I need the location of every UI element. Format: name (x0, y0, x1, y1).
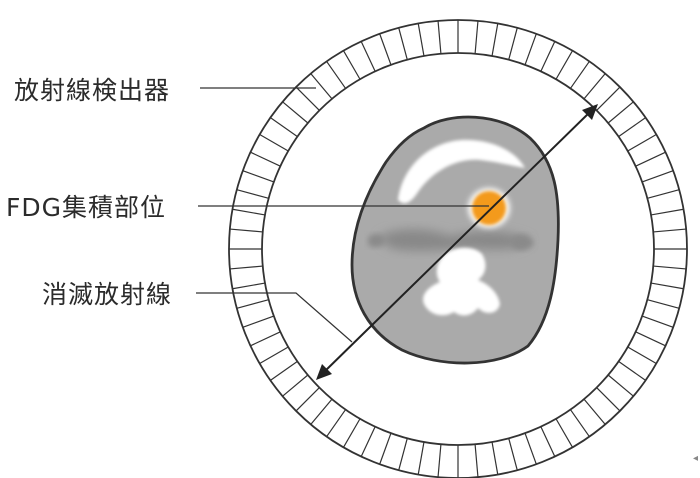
detector-segment-divider (607, 374, 634, 397)
detector-segment-divider (583, 398, 606, 425)
detector-segment-divider (282, 374, 309, 397)
upper-white-region (398, 139, 525, 204)
detector-segment-divider (342, 418, 361, 448)
arrowhead-bottom (316, 364, 332, 380)
detector-segment-divider (583, 73, 606, 100)
detector-segment-divider (641, 315, 674, 328)
detector-segment-divider (641, 170, 674, 183)
label-detector: 放射線検出器 (14, 76, 171, 105)
detector-segment-divider (596, 86, 621, 111)
detector-segment-divider (627, 346, 657, 365)
detector-segment-divider (310, 73, 333, 100)
detector-segment-divider (326, 409, 347, 437)
detector-segment-divider (379, 432, 392, 465)
corner-arrow-icon: ◂ (692, 453, 698, 464)
detector-segment-divider (647, 189, 680, 199)
detector-segment-divider (653, 265, 687, 270)
detector-ring-segments (229, 20, 687, 478)
detector-segment-divider (647, 299, 680, 309)
detector-segment-divider (270, 360, 298, 381)
detector-segment-divider (282, 101, 309, 124)
dark-tissue-right (512, 234, 534, 251)
leader-line-annihilation (196, 292, 353, 343)
detector-segment-divider (540, 41, 556, 72)
detector-segment-divider (437, 444, 442, 478)
detector-segment-divider (618, 117, 646, 138)
detector-segment-divider (379, 33, 392, 66)
arrowhead-top (582, 104, 598, 120)
dark-tissue-left (368, 233, 386, 248)
detector-segment-divider (270, 117, 298, 138)
detector-segment-divider (653, 228, 687, 233)
detector-segment-divider (627, 133, 657, 152)
detector-segment-divider (607, 101, 634, 124)
detector-segment-divider (650, 282, 684, 290)
detector-segment-divider (250, 151, 281, 167)
detector-segment-divider (398, 438, 408, 471)
detector-segment-divider (236, 189, 269, 199)
detector-segment-divider (555, 418, 574, 448)
annihilation-arrow (316, 104, 598, 380)
detector-segment-divider (618, 360, 646, 381)
detector-segment-divider (326, 61, 347, 89)
detector-segment-divider (491, 23, 499, 57)
detector-segment-divider (229, 265, 263, 270)
detector-segment-divider (508, 438, 518, 471)
detector-segment-divider (295, 387, 320, 412)
detector-segment-divider (232, 208, 266, 216)
detector-segment-divider (569, 409, 590, 437)
detector-segment-divider (242, 315, 275, 328)
detector-segment-divider (474, 444, 479, 478)
detector-segment-divider (232, 282, 266, 290)
patient-cross-section (350, 115, 560, 365)
vertebra-white-region (423, 247, 500, 316)
label-fdg-site: FDG集積部位 (6, 193, 167, 222)
detector-segment-divider (635, 331, 666, 347)
detector-segment-divider (524, 33, 537, 66)
detector-segment-divider (417, 23, 425, 57)
detector-segment-divider (555, 50, 574, 80)
detector-segment-divider (360, 41, 376, 72)
detector-segment-divider (229, 228, 263, 233)
annihilation-line (321, 109, 593, 375)
detector-segment-divider (596, 387, 621, 412)
detector-segment-divider (342, 50, 361, 80)
detector-segment-divider (569, 61, 590, 89)
detector-segment-divider (650, 208, 684, 216)
detector-segment-divider (398, 27, 408, 60)
detector-segment-divider (360, 426, 376, 457)
detector-segment-divider (474, 20, 479, 54)
label-annihilation-radiation: 消滅放射線 (42, 280, 173, 309)
detector-ring (228, 19, 688, 478)
detector-segment-divider (259, 133, 289, 152)
detector-segment-divider (491, 441, 499, 475)
detector-segment-divider (259, 346, 289, 365)
detector-segment-divider (524, 432, 537, 465)
detector-segment-divider (236, 299, 269, 309)
detector-segment-divider (508, 27, 518, 60)
detector-segment-divider (242, 170, 275, 183)
detector-segment-divider (417, 441, 425, 475)
detector-segment-divider (295, 86, 320, 111)
detector-segment-divider (250, 331, 281, 347)
detector-segment-divider (310, 398, 333, 425)
fdg-hotspot (472, 191, 506, 225)
detector-segment-divider (540, 426, 556, 457)
detector-segment-divider (437, 20, 442, 54)
leader-lines (196, 87, 489, 343)
detector-segment-divider (635, 151, 666, 167)
dark-tissue-band (380, 229, 530, 251)
